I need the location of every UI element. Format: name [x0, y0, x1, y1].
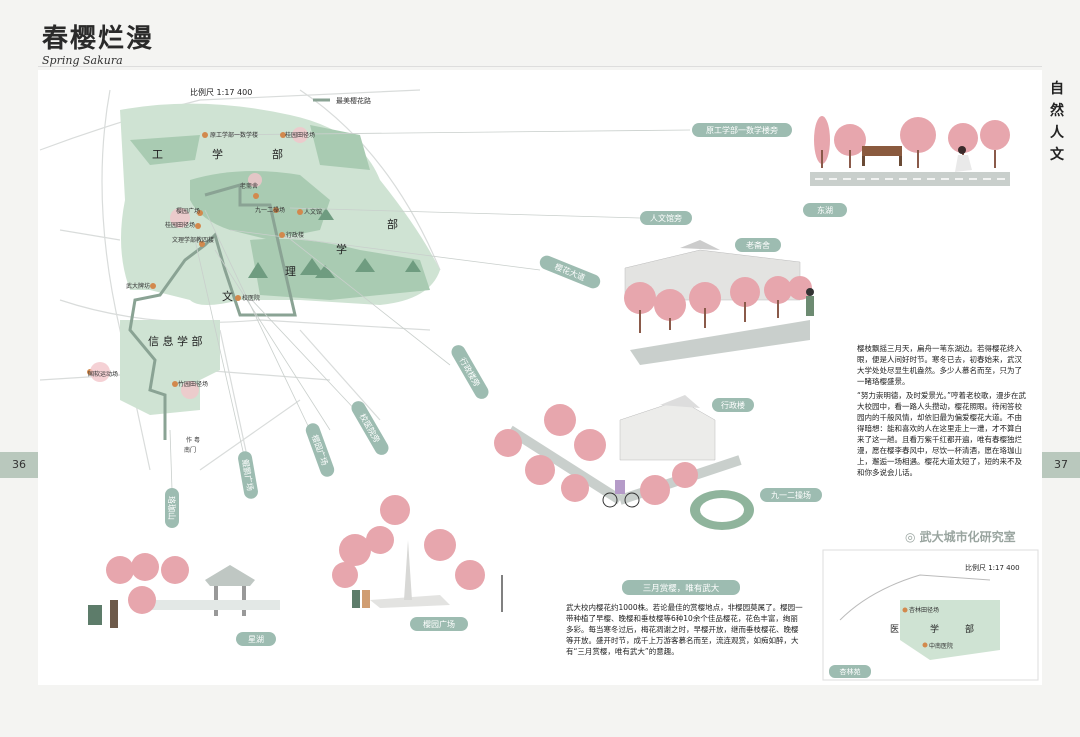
- wechat-icon: ◎: [905, 530, 916, 544]
- page-number-right: 37: [1042, 452, 1080, 478]
- gate-label: 粤: [194, 436, 200, 444]
- poi-label: 武大牌坊: [126, 282, 150, 290]
- callout-tag: [539, 255, 601, 289]
- scene-label: 老斋舍: [746, 240, 770, 250]
- poi-label: 老斋舍: [240, 182, 258, 190]
- scene-east-lake: 东湖: [803, 116, 1010, 217]
- inset-map: 比例尺 1:17 400 医 学 部 杏林田径场 中南医院 杏林苑: [822, 549, 1039, 681]
- mountain-icons: [248, 208, 421, 278]
- poi-dots: [87, 132, 303, 387]
- map-scale: 比例尺 1:17 400: [190, 87, 252, 97]
- top-divider: [38, 66, 1042, 67]
- side-char: 然: [1050, 103, 1064, 119]
- page-subtitle: Spring Sakura: [42, 54, 123, 67]
- gate-label: 南门: [184, 446, 196, 454]
- scene-old-dorm: 老斋舍: [624, 238, 814, 365]
- callout-tag: [451, 345, 489, 399]
- poi-label: 人文馆: [304, 208, 322, 216]
- scene-label: 樱园广场: [423, 619, 455, 629]
- scene-label: 星湖: [248, 635, 264, 644]
- gate-label: 作: [186, 436, 192, 444]
- legend-label: 最美樱花路: [336, 96, 371, 105]
- poi-label: 校医院: [242, 294, 260, 302]
- scene-square: 樱园广场: [332, 495, 503, 631]
- poi-label: 国软运动场: [88, 370, 118, 378]
- poi-label: 九一二操场: [255, 206, 285, 214]
- poi-label: 桂园田径场: [165, 221, 195, 229]
- svg-text:中南医院: 中南医院: [929, 642, 953, 650]
- paragraph-2: “努力崇明德，及时爱景光。”哼着老校歌，漫步在武大校园中，看一路人头攒动，樱花照…: [857, 391, 1027, 477]
- svg-text:学: 学: [930, 623, 939, 635]
- sakura-spots: [90, 127, 308, 399]
- scene-label: 九一二操场: [771, 490, 811, 500]
- poi-label: 原工学部一数学楼: [210, 131, 258, 139]
- callout-tag: [692, 123, 792, 137]
- road: [810, 172, 1010, 186]
- page-title: 春樱烂漫: [42, 24, 155, 54]
- scene-label: 行政楼: [721, 400, 745, 410]
- poi-label: 竹园田径场: [178, 380, 208, 388]
- scene-label: 东湖: [817, 205, 833, 215]
- paragraph-3: 武大校内樱花约1000株。若论最佳的赏樱地点，非樱园莫属了。樱园一带种植了早樱、…: [566, 603, 803, 656]
- side-title: 自 然 人 文: [1048, 78, 1066, 166]
- paragraph-1: 樱枝飘摇三月天，扁舟一苇东湖边。若得樱花终入眼，便是人间好时节。寒冬已去，初春始…: [857, 344, 1022, 386]
- area-science-1: 理: [285, 265, 296, 278]
- callout-text: 原工学部一数学楼旁: [706, 125, 778, 135]
- callout-tag: [351, 401, 389, 455]
- svg-text:医: 医: [890, 624, 899, 635]
- area-info: 信 息 学 部: [148, 334, 203, 348]
- poi-label: 行政楼: [286, 231, 304, 239]
- scene-admin: 行政楼 九一二操场: [494, 395, 822, 530]
- quote-tag: [622, 580, 740, 595]
- area-engineering-2: 学: [212, 147, 223, 161]
- callout-tag: [305, 423, 335, 477]
- side-char: 人: [1050, 125, 1064, 141]
- area-science-3: 部: [387, 217, 398, 231]
- callout-tag: [165, 488, 179, 528]
- scene-star-lake: 星湖: [88, 553, 280, 646]
- area-engineering-1: 工: [152, 148, 163, 161]
- callout-tag: [238, 451, 258, 499]
- quote-title: 三月赏樱，唯有武大: [643, 583, 720, 594]
- poi-label: 桂园田径场: [285, 131, 315, 139]
- callout-tags: 原工学部一数学楼旁 人文馆旁 樱花大道 行政楼旁 校医院旁 樱园广场 鲲鹏广场 …: [165, 123, 792, 528]
- callout-tag: [640, 211, 692, 225]
- callout-text: 珞珈山: [167, 496, 177, 520]
- sakura-route: [128, 183, 297, 440]
- page-number-left: 36: [0, 452, 38, 478]
- poi-label: 樱园广场: [176, 207, 200, 215]
- area-humanities: 文: [222, 289, 233, 303]
- poi-label: 文理学部教四楼: [172, 236, 214, 244]
- callout-text: 人文馆旁: [650, 213, 682, 223]
- watermark: ◎ 武大城市化研究室: [905, 530, 1016, 544]
- side-char: 文: [1050, 147, 1064, 163]
- svg-text:杏林田径场: 杏林田径场: [909, 606, 939, 614]
- inset-scale: 比例尺 1:17 400: [965, 563, 1020, 572]
- side-char: 自: [1050, 81, 1064, 97]
- svg-text:部: 部: [965, 623, 974, 635]
- svg-text:杏林苑: 杏林苑: [840, 667, 861, 676]
- area-science-2: 学: [336, 242, 347, 256]
- area-engineering-3: 部: [272, 147, 283, 161]
